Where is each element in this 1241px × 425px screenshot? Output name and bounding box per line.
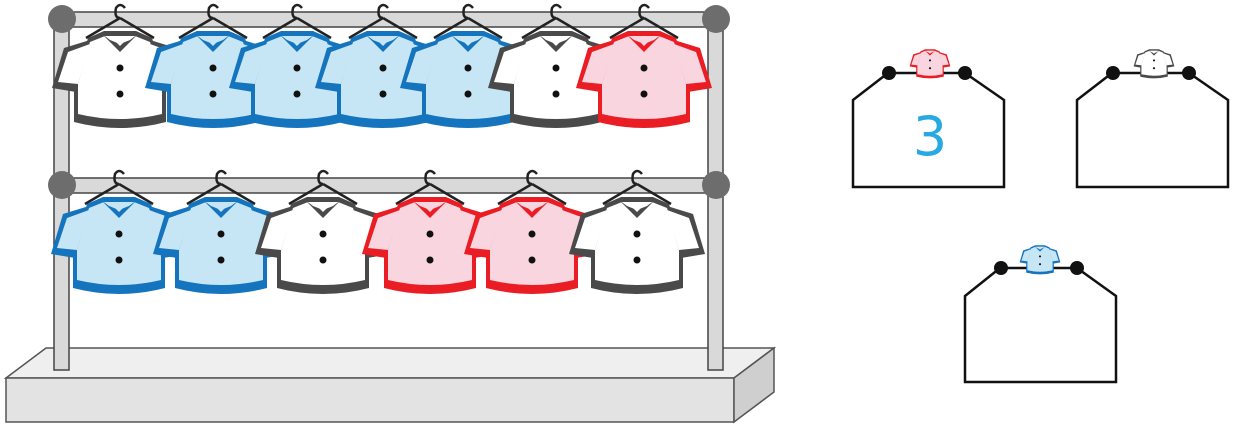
- rack-joint: [48, 5, 76, 33]
- shirt-button: [1153, 59, 1155, 61]
- shirt-button: [634, 257, 641, 264]
- shirt-button: [553, 65, 560, 72]
- shirt-button: [1039, 263, 1041, 265]
- shirt-button: [641, 91, 648, 98]
- shirt-button: [529, 257, 536, 264]
- shirt-button: [117, 65, 124, 72]
- pink-shirt-count: 3: [913, 105, 947, 168]
- shirt-button: [634, 231, 641, 238]
- shirt-button: [294, 65, 301, 72]
- shirt-button: [529, 231, 536, 238]
- shirt-button: [380, 65, 387, 72]
- shirt-button: [210, 65, 217, 72]
- shirt-button: [929, 59, 931, 61]
- blue-shirt-count-tag: [965, 245, 1116, 382]
- white-shirt-count-tag: [1077, 49, 1228, 187]
- shirt-button: [117, 91, 124, 98]
- shirt-button: [465, 65, 472, 72]
- shirt-button: [465, 91, 472, 98]
- shirt-button: [1039, 255, 1041, 257]
- rack-joint: [702, 171, 730, 199]
- shirt-button: [641, 65, 648, 72]
- shirt-button: [218, 257, 225, 264]
- rack-joint: [48, 171, 76, 199]
- shirt-button: [553, 91, 560, 98]
- rack-joint: [702, 5, 730, 33]
- shirt-button: [427, 231, 434, 238]
- shirt-button: [380, 91, 387, 98]
- shirt-button: [929, 67, 931, 69]
- shirt-button: [210, 91, 217, 98]
- shirt-button: [116, 231, 123, 238]
- shirt-button: [116, 257, 123, 264]
- shirt-button: [320, 257, 327, 264]
- shirt-button: [218, 231, 225, 238]
- pink-shirt-count-tag: 3: [853, 49, 1004, 187]
- shirt-button: [427, 257, 434, 264]
- rack-base: [6, 348, 774, 422]
- shirt-button: [320, 231, 327, 238]
- shirt-button: [294, 91, 301, 98]
- shirt-button: [1153, 67, 1155, 69]
